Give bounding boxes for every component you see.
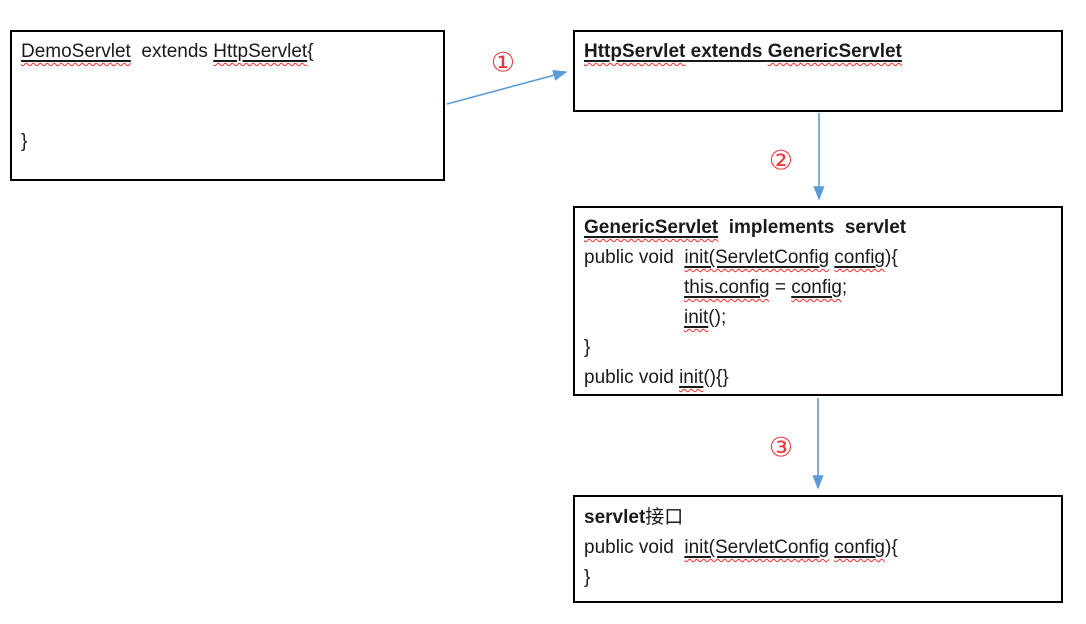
step-label-3: ③ (768, 432, 794, 464)
text-segment: DemoServlet (21, 41, 131, 62)
text-segment: (); (708, 307, 727, 328)
text-segment: GenericServlet (584, 217, 719, 238)
box-demo-servlet: DemoServlet extends HttpServlet{ } (10, 30, 445, 181)
text-segment: servlet (584, 507, 646, 528)
text-segment: (){} (703, 367, 729, 388)
text-segment: ; (841, 277, 848, 298)
text-segment: GenericServlet (767, 41, 902, 62)
text-segment: config (834, 247, 885, 268)
code-line: } (21, 127, 434, 157)
code-line: this.config = config; (584, 273, 1052, 303)
text-segment: 接口 (645, 506, 684, 528)
text-segment: config (834, 537, 885, 558)
text-segment: } (21, 131, 28, 152)
code-line: DemoServlet extends HttpServlet{ (21, 37, 434, 67)
text-segment: config (791, 277, 842, 298)
text-segment: init (679, 367, 703, 388)
code-line: } (584, 333, 1052, 363)
text-segment: config (791, 277, 842, 298)
text-segment: implements servlet (718, 217, 907, 238)
text-segment: public void (584, 367, 680, 388)
text-segment: init(ServletConfig (684, 537, 830, 558)
text-segment: init(ServletConfig (684, 537, 829, 558)
text-segment: GenericServlet (768, 41, 902, 62)
code-line (21, 67, 434, 97)
text-segment: init(ServletConfig (684, 247, 829, 268)
text-segment: HttpServlet (584, 41, 686, 62)
code-line: HttpServlet extends GenericServlet (584, 37, 1052, 67)
text-segment: } (584, 567, 591, 588)
code-line: } (584, 563, 1052, 593)
text-segment: extends (685, 41, 768, 62)
step-label-1: ① (490, 47, 516, 79)
text-segment: DemoServlet (21, 41, 131, 62)
text-segment: { (307, 41, 314, 62)
code-line (21, 97, 434, 127)
text-segment: init(ServletConfig (684, 247, 830, 268)
text-segment: HttpServlet (584, 41, 685, 62)
text-segment: config (834, 247, 885, 268)
code-line: servlet接口 (584, 502, 1052, 533)
text-segment: ){ (885, 537, 898, 558)
step-label-2: ② (768, 145, 794, 177)
text-segment: this.config (684, 277, 770, 298)
text-segment: = (769, 277, 792, 298)
text-segment: HttpServlet (213, 41, 307, 62)
text-segment: public void (584, 247, 685, 268)
text-segment: } (584, 337, 591, 358)
code-line: public void init(ServletConfig config){ (584, 243, 1052, 273)
text-segment: config (834, 537, 885, 558)
text-segment: this.config (684, 277, 770, 298)
code-line: init(); (584, 303, 1052, 333)
text-segment: init (684, 307, 709, 328)
text-segment: init (684, 307, 708, 328)
box-http-servlet: HttpServlet extends GenericServlet (573, 30, 1063, 112)
text-segment: extends (130, 41, 214, 62)
text-segment: GenericServlet (584, 217, 718, 238)
text-segment: ){ (885, 247, 898, 268)
code-line: GenericServlet implements servlet (584, 213, 1052, 243)
code-line: public void init(ServletConfig config){ (584, 533, 1052, 563)
code-line: public void init(){} (584, 363, 1052, 393)
text-segment: init (679, 367, 704, 388)
text-segment: public void (584, 537, 685, 558)
text-segment: HttpServlet (213, 41, 308, 62)
